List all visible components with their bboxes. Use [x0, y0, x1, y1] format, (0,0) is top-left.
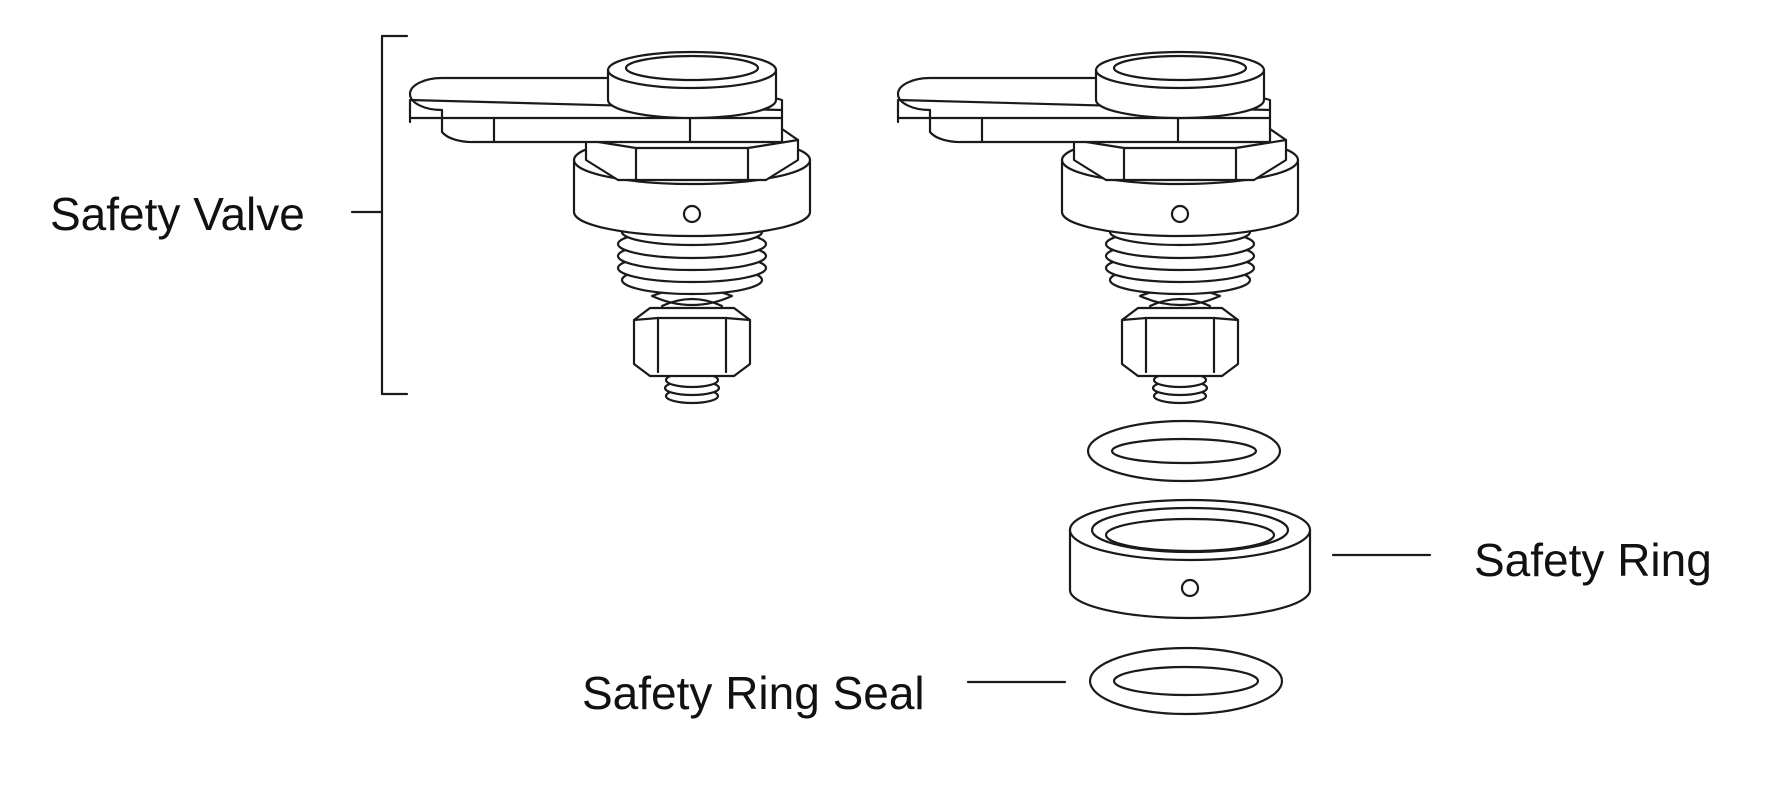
- safety-valve-label: Safety Valve: [50, 188, 305, 240]
- safety-ring-label: Safety Ring: [1474, 534, 1712, 586]
- safety-ring-seal-label: Safety Ring Seal: [582, 667, 925, 719]
- safety-ring: [1068, 498, 1312, 620]
- o-ring: [1086, 419, 1282, 483]
- safety-valve-exploded: [896, 50, 1300, 405]
- safety-valve-assembled: [408, 50, 812, 405]
- safety-ring-seal: [1088, 646, 1284, 716]
- safety-valve-bracket: [380, 34, 409, 396]
